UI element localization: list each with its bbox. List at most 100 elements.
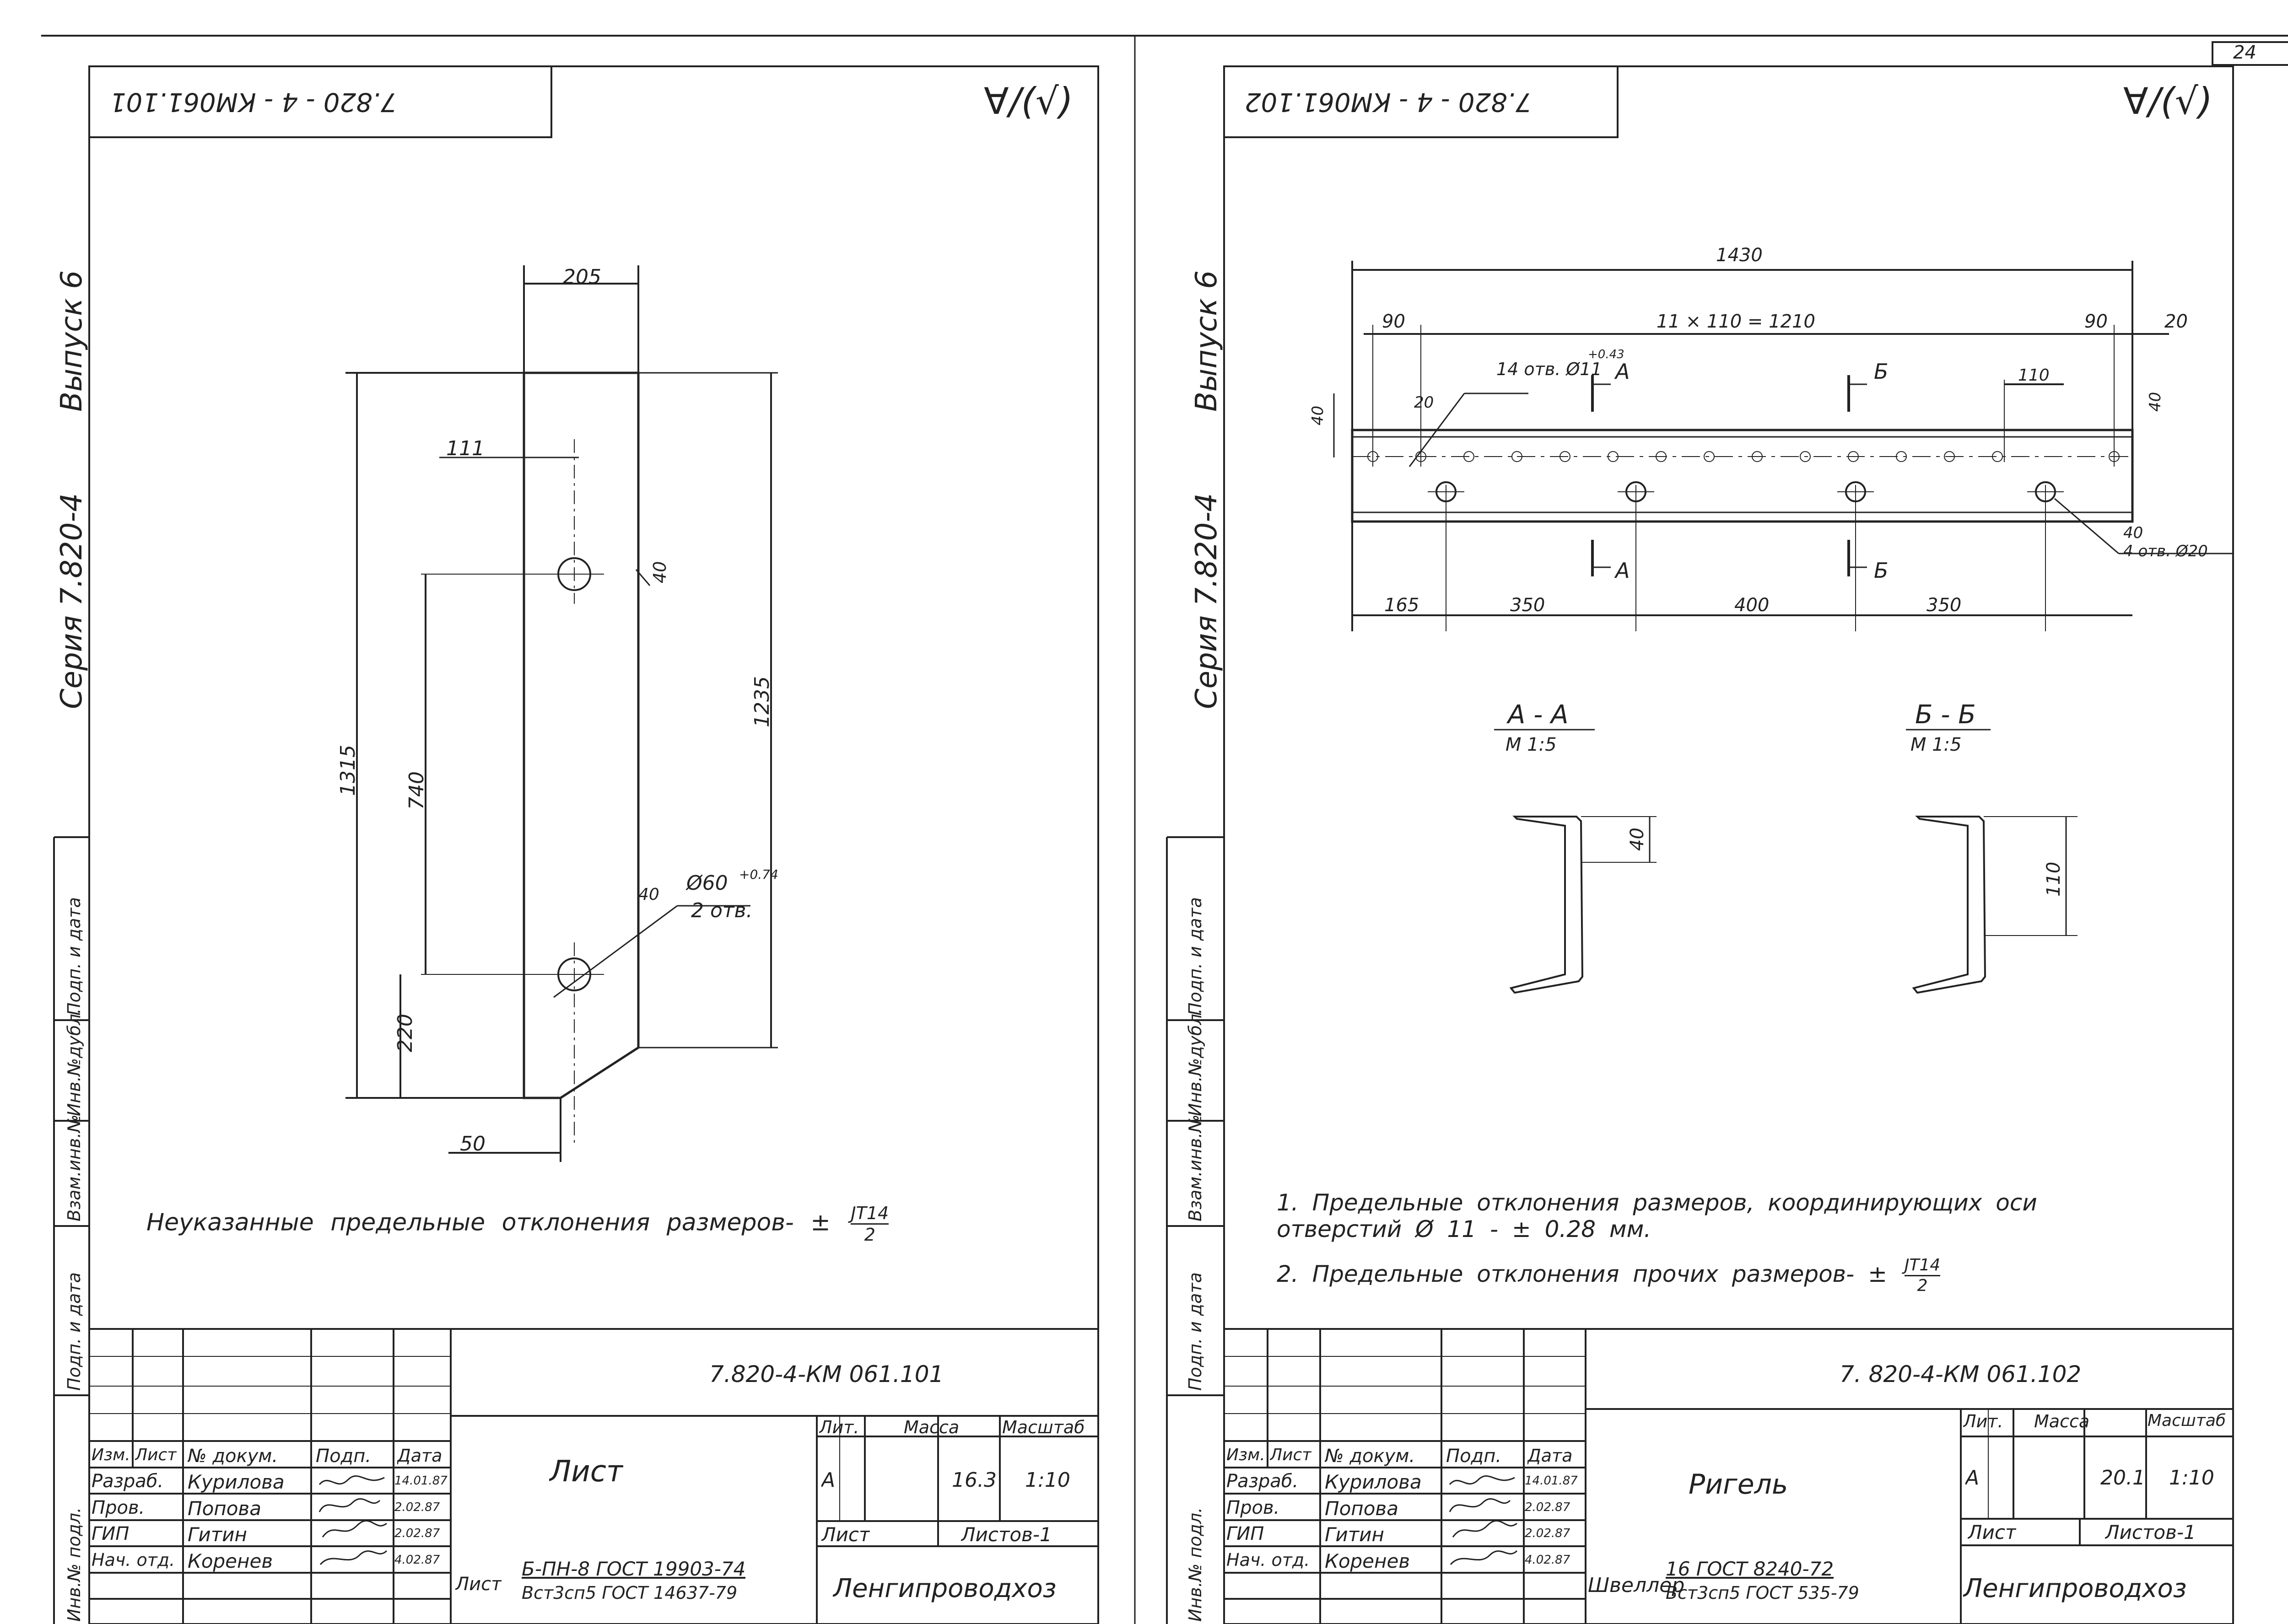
roughness-mark: ∀/(√) — [2123, 80, 2213, 123]
row-name: Попова — [1325, 1497, 1398, 1520]
note-line-2: отверстий Ø 11 - ± 0.28 мм. — [1277, 1216, 1651, 1242]
hdr-izm: Изм. — [92, 1446, 130, 1464]
note-tolerance: 2. Предельные отклонения прочих размеров… — [1277, 1256, 1941, 1296]
holes-note: 14 отв. Ø11 — [1496, 359, 1602, 379]
note-text: Неуказанные предельные отклонения размер… — [146, 1209, 831, 1237]
hdr-izm: Изм. — [1226, 1446, 1265, 1464]
hdr-list: Лист — [1270, 1446, 1312, 1464]
row-name: Курилова — [188, 1471, 285, 1493]
mass-value: 16.3 — [952, 1468, 997, 1492]
organization: Ленгипроводхоз — [833, 1574, 1057, 1603]
dim-400: 400 — [1734, 595, 1770, 616]
row-date: 4.02.87 — [394, 1553, 440, 1567]
hole-big-count: 2 отв. — [691, 899, 753, 922]
dim-350-left: 350 — [1510, 595, 1545, 616]
material-line1: Б-ПН-8 ГОСТ 19903-74 — [522, 1558, 746, 1580]
row-date: 2.02.87 — [394, 1527, 440, 1540]
hdr-list: Лист — [135, 1446, 177, 1464]
scale-header: Масштаб — [1002, 1417, 1085, 1437]
mass-value: 20.1 — [2100, 1466, 2145, 1490]
part-name: Лист — [549, 1455, 624, 1489]
hdr-doc: № докум. — [188, 1446, 278, 1467]
section-aa-label: А - А — [1508, 700, 1569, 730]
dim-165: 165 — [1384, 595, 1419, 616]
row-name: Попова — [188, 1497, 261, 1520]
section-aa-scale: М 1:5 — [1506, 734, 1557, 755]
material-prefix: Лист — [455, 1574, 502, 1595]
hole-big-dia: Ø60 — [686, 871, 728, 895]
cut-mark-a-bottom: А — [1615, 558, 1630, 583]
lit-header: Лит. — [1963, 1411, 2003, 1431]
roughness-mark: ∀/(√) — [984, 80, 1074, 123]
dim-20-edge: 20 — [1414, 393, 1434, 412]
row-name: Гитин — [188, 1523, 247, 1546]
row-role: Пров. — [1226, 1497, 1280, 1518]
cut-mark-b-bottom: Б — [1874, 558, 1889, 583]
cut-mark-a-top: А — [1615, 359, 1630, 384]
holes-tol: +0.43 — [1588, 348, 1624, 361]
dim-1430: 1430 — [1716, 245, 1763, 266]
sheet-label: Лист — [1968, 1521, 2017, 1543]
row-date: 2.02.87 — [1525, 1500, 1570, 1514]
organization: Ленгипроводхоз — [1963, 1574, 2187, 1603]
note-tolerance: Неуказанные предельные отклонения размер… — [146, 1203, 889, 1245]
dim-90-left: 90 — [1382, 311, 1405, 332]
row-role: Нач. отд. — [92, 1550, 175, 1570]
dim-110: 110 — [2018, 366, 2050, 385]
row-date: 14.01.87 — [394, 1474, 448, 1488]
dim-20: 20 — [2164, 311, 2188, 332]
dim-40-edge: 40 — [2123, 524, 2143, 542]
row-role: Пров. — [92, 1497, 145, 1518]
part-name: Ригель — [1689, 1468, 1788, 1500]
note-frac-den: 2 — [1917, 1276, 1928, 1295]
doc-code: 7.820-4-КМ 061.101 — [709, 1361, 944, 1387]
note-text: 2. Предельные отклонения прочих размеров… — [1277, 1261, 1887, 1287]
dim-1210: 11 × 110 = 1210 — [1657, 311, 1815, 332]
row-date: 4.02.87 — [1525, 1553, 1570, 1567]
beam-drawing — [1333, 261, 2233, 994]
lit-header: Лит. — [819, 1417, 859, 1437]
material-prefix: Швеллер — [1588, 1574, 1685, 1597]
material-line2: Вст3сп5 ГОСТ 14637-79 — [522, 1583, 738, 1603]
note-frac-num: JT14 — [851, 1203, 889, 1225]
dim-205: 205 — [563, 265, 601, 289]
mass-header: Масса — [904, 1417, 960, 1437]
notes-block: 1. Предельные отклонения размеров, коорд… — [1277, 1189, 2037, 1242]
row-date: 2.02.87 — [1525, 1527, 1570, 1540]
dim-350-right: 350 — [1926, 595, 1962, 616]
plate-drawing — [345, 265, 778, 1162]
signatures — [1449, 1475, 1518, 1565]
material-line1: 16 ГОСТ 8240-72 — [1666, 1558, 1834, 1580]
cut-mark-b-top: Б — [1874, 359, 1889, 384]
hdr-doc: № докум. — [1325, 1446, 1415, 1467]
sheets-label: Листов-1 — [961, 1523, 1052, 1546]
dim-111: 111 — [446, 437, 485, 460]
sheet-label: Лист — [821, 1523, 870, 1546]
scale-header: Масштаб — [2148, 1411, 2226, 1430]
row-name: Гитин — [1325, 1523, 1384, 1546]
hdr-sign: Подп. — [1446, 1446, 1502, 1467]
page-number: 24 — [2233, 42, 2256, 63]
note-frac-num: JT14 — [1904, 1256, 1941, 1276]
scale-value: 1:10 — [2169, 1466, 2214, 1490]
section-bb-label: Б - Б — [1915, 700, 1976, 730]
material-line2: Вст3сп5 ГОСТ 535-79 — [1666, 1583, 1859, 1603]
doc-code: 7. 820-4-КМ 061.102 — [1840, 1361, 2082, 1387]
dim-90-right: 90 — [2084, 311, 2108, 332]
row-date: 14.01.87 — [1525, 1474, 1578, 1488]
row-name: Коренев — [188, 1550, 273, 1572]
sheets-label: Листов-1 — [2105, 1521, 2196, 1543]
hole-big-tol: +0.74 — [739, 867, 778, 882]
row-role: Разраб. — [92, 1471, 164, 1492]
hdr-date: Дата — [397, 1446, 442, 1466]
lit-value: А — [1965, 1466, 1980, 1490]
hole-big-edge: 40 — [638, 885, 659, 904]
row-name: Коренев — [1325, 1550, 1410, 1572]
row-date: 2.02.87 — [394, 1500, 440, 1514]
holes-big: 4 отв. Ø20 — [2123, 542, 2208, 560]
signatures — [318, 1475, 388, 1565]
note-frac-den: 2 — [864, 1225, 875, 1245]
note-line-1: 1. Предельные отклонения размеров, коорд… — [1277, 1189, 2037, 1216]
hdr-date: Дата — [1527, 1446, 1573, 1466]
